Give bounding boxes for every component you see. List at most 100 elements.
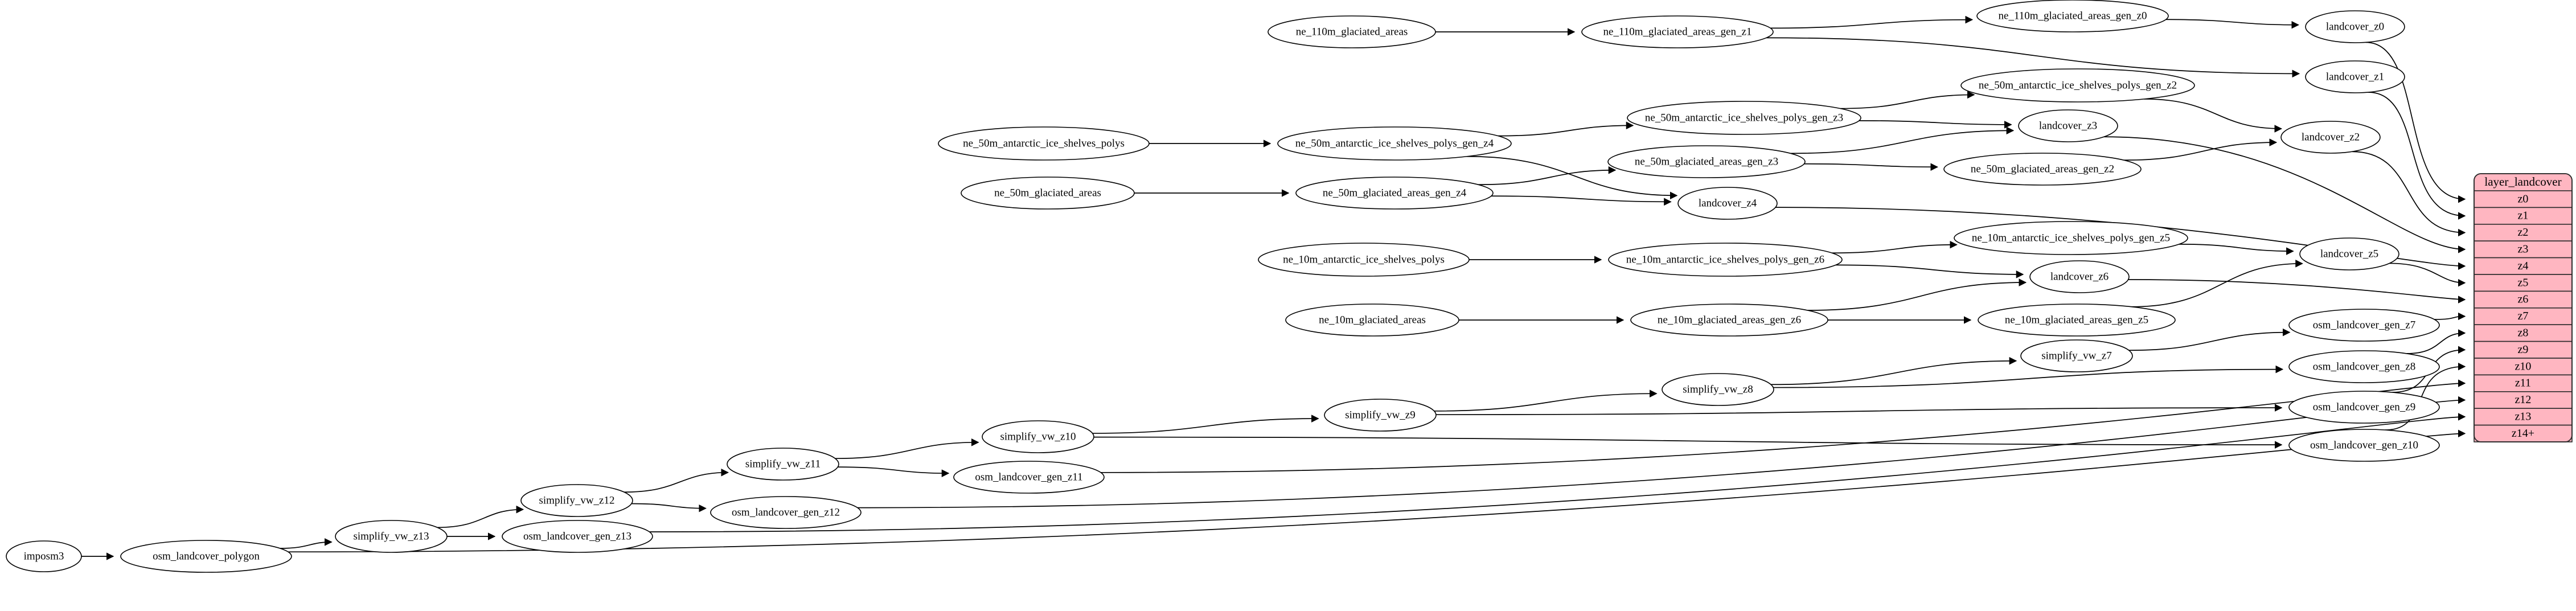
table-row-z8[interactable]: z8 (2474, 324, 2573, 342)
node-label: osm_landcover_gen_z12 (732, 506, 840, 518)
node-label: ne_50m_glaciated_areas_gen_z3 (1635, 155, 1778, 167)
graph-node-landcover_z1[interactable]: landcover_z1 (2305, 60, 2405, 93)
graph-node-ne_10m_glaciated_areas[interactable]: ne_10m_glaciated_areas (1285, 304, 1459, 337)
graph-edge-ne_50m_glaciated_areas_gen_z3--to--landcover_z3 (1790, 126, 2015, 154)
graph-node-ne_110m_glaciated_areas_gen_z1[interactable]: ne_110m_glaciated_areas_gen_z1 (1581, 15, 1774, 48)
nodes-layer: ne_110m_glaciated_areas ne_110m_glaciated… (6, 0, 2440, 573)
edge-line (1790, 126, 2015, 154)
node-ellipse (2288, 391, 2440, 424)
graph-edge-simplify_vw_z11--to--osm_landcover_gen_z11 (838, 466, 950, 477)
table-row-z12[interactable]: z12 (2474, 391, 2573, 409)
graph-edge-ne_10m_glaciated_areas_gen_z5--to--landcover_z5 (2131, 260, 2303, 307)
graph-node-ne_50m_glaciated_areas[interactable]: ne_50m_glaciated_areas (961, 177, 1135, 210)
edge-line (437, 505, 524, 528)
node-ellipse (2305, 60, 2405, 93)
node-label: osm_landcover_gen_z7 (2313, 319, 2415, 331)
graph-edge-landcover_z6--to--layer_landcover:z6 (2128, 279, 2466, 304)
graph-node-simplify_vw_z11[interactable]: simplify_vw_z11 (727, 448, 839, 481)
graph-node-landcover_z0[interactable]: landcover_z0 (2305, 10, 2405, 43)
table-header: layer_landcover (2484, 175, 2561, 188)
table-row-z14+[interactable]: z14+ (2474, 424, 2573, 442)
graph-node-imposm3[interactable]: imposm3 (6, 540, 82, 572)
graph-node-ne_50m_glaciated_areas_gen_z4[interactable]: ne_50m_glaciated_areas_gen_z4 (1295, 177, 1494, 210)
table-row-z13[interactable]: z13 (2474, 408, 2573, 426)
table-row-z4[interactable]: z4 (2474, 257, 2573, 275)
node-label: landcover_z0 (2326, 20, 2384, 32)
graph-node-ne_10m_antarctic_ice_shelves_polys_gen_z6[interactable]: ne_10m_antarctic_ice_shelves_polys_gen_z… (1608, 243, 1843, 277)
node-label: ne_110m_glaciated_areas_gen_z1 (1603, 26, 1752, 38)
table-row-cell (2474, 391, 2573, 409)
graph-node-ne_110m_glaciated_areas_gen_z0[interactable]: ne_110m_glaciated_areas_gen_z0 (1976, 0, 2169, 32)
table-row-z6[interactable]: z6 (2474, 290, 2573, 309)
graph-node-osm_landcover_gen_z11[interactable]: osm_landcover_gen_z11 (953, 461, 1105, 494)
table-row-z7[interactable]: z7 (2474, 307, 2573, 325)
graph-node-osm_landcover_gen_z10[interactable]: osm_landcover_gen_z10 (2288, 429, 2440, 462)
graph-node-simplify_vw_z9[interactable]: simplify_vw_z9 (1324, 399, 1437, 432)
node-ellipse (2288, 309, 2440, 342)
graph-node-landcover_z3[interactable]: landcover_z3 (2018, 109, 2118, 142)
graph-node-landcover_z6[interactable]: landcover_z6 (2029, 260, 2130, 293)
edge-line (280, 538, 333, 549)
table-row-z3[interactable]: z3 (2474, 240, 2573, 259)
table-row-z5[interactable]: z5 (2474, 274, 2573, 292)
node-ellipse (1324, 399, 1437, 432)
node-label: simplify_vw_z10 (1000, 430, 1076, 442)
graph-node-simplify_vw_z10[interactable]: simplify_vw_z10 (982, 420, 1094, 453)
table-row-z10[interactable]: z10 (2474, 358, 2573, 376)
graph-edge-ne_50m_antarctic_ice_shelves_polys_gen_z4--to--ne_50m_antarctic_ice_shelves_polys_gen_z3 (1498, 121, 1634, 137)
graph-node-simplify_vw_z12[interactable]: simplify_vw_z12 (520, 484, 633, 517)
node-ellipse (2018, 109, 2118, 142)
graph-edge-osm_landcover_gen_z7--to--layer_landcover:z7 (2434, 312, 2466, 321)
graph-node-osm_landcover_gen_z8[interactable]: osm_landcover_gen_z8 (2288, 350, 2440, 383)
graph-edge-ne_10m_antarctic_ice_shelves_polys_gen_z5--to--landcover_z5 (2179, 244, 2294, 255)
graph-node-ne_50m_glaciated_areas_gen_z3[interactable]: ne_50m_glaciated_areas_gen_z3 (1607, 145, 1806, 178)
node-ellipse (1630, 304, 1828, 337)
graph-node-osm_landcover_gen_z7[interactable]: osm_landcover_gen_z7 (2288, 309, 2440, 342)
table-outline (2474, 173, 2573, 442)
graph-node-ne_110m_glaciated_areas[interactable]: ne_110m_glaciated_areas (1268, 15, 1436, 48)
table-row-z1[interactable]: z1 (2474, 207, 2573, 225)
table-row-label: z11 (2515, 377, 2531, 389)
graph-edge-ne_50m_glaciated_areas_gen_z2--to--landcover_z2 (2123, 138, 2278, 161)
graph-node-osm_landcover_gen_z13[interactable]: osm_landcover_gen_z13 (502, 520, 653, 553)
graph-node-landcover_z4[interactable]: landcover_z4 (1677, 187, 1778, 220)
node-label: osm_landcover_gen_z13 (523, 530, 631, 542)
edge-line (2179, 244, 2294, 255)
table-row-z0[interactable]: z0 (2474, 190, 2573, 208)
graph-node-ne_50m_antarctic_ice_shelves_polys_gen_z3[interactable]: ne_50m_antarctic_ice_shelves_polys_gen_z… (1627, 101, 1861, 135)
edge-line (1434, 389, 1658, 412)
edge-line (2406, 329, 2466, 354)
graph-node-osm_landcover_gen_z12[interactable]: osm_landcover_gen_z12 (710, 496, 862, 529)
graph-node-ne_50m_antarctic_ice_shelves_polys_gen_z4[interactable]: ne_50m_antarctic_ice_shelves_polys_gen_z… (1277, 126, 1512, 161)
graph-node-landcover_z2[interactable]: landcover_z2 (2280, 121, 2381, 154)
graph-node-landcover_z5[interactable]: landcover_z5 (2299, 237, 2399, 270)
graph-node-ne_50m_glaciated_areas_gen_z2[interactable]: ne_50m_glaciated_areas_gen_z2 (1943, 153, 2142, 186)
graph-node-ne_10m_antarctic_ice_shelves_polys[interactable]: ne_10m_antarctic_ice_shelves_polys (1258, 243, 1470, 277)
node-ellipse (961, 177, 1135, 210)
edge-line (1836, 264, 2024, 278)
graph-node-ne_10m_antarctic_ice_shelves_polys_gen_z5[interactable]: ne_10m_antarctic_ice_shelves_polys_gen_z… (1954, 221, 2188, 255)
graph-edge-simplify_vw_z12--to--simplify_vw_z11 (624, 468, 729, 493)
node-ellipse (1258, 243, 1470, 277)
node-label: ne_50m_antarctic_ice_shelves_polys_gen_z… (1645, 112, 1843, 124)
table-row-z2[interactable]: z2 (2474, 223, 2573, 241)
node-ellipse (1978, 304, 2176, 337)
graph-node-simplify_vw_z13[interactable]: simplify_vw_z13 (335, 520, 448, 553)
graph-node-osm_landcover_polygon[interactable]: osm_landcover_polygon (120, 540, 292, 573)
edges-layer (81, 15, 2466, 560)
edge-line (2131, 260, 2303, 307)
edge-line (1859, 120, 2012, 129)
node-label: osm_landcover_gen_z8 (2313, 360, 2415, 372)
graph-node-ne_10m_glaciated_areas_gen_z6[interactable]: ne_10m_glaciated_areas_gen_z6 (1630, 304, 1828, 337)
graph-node-ne_50m_antarctic_ice_shelves_polys[interactable]: ne_50m_antarctic_ice_shelves_polys (938, 126, 1150, 161)
graph-node-ne_10m_glaciated_areas_gen_z5[interactable]: ne_10m_glaciated_areas_gen_z5 (1978, 304, 2176, 337)
graph-node-simplify_vw_z8[interactable]: simplify_vw_z8 (1662, 373, 1774, 406)
table-row-label: z1 (2518, 210, 2529, 222)
graph-edge-landcover_z2--to--layer_landcover:z2 (2352, 151, 2466, 237)
edge-line (2123, 138, 2278, 161)
graph-node-osm_landcover_gen_z9[interactable]: osm_landcover_gen_z9 (2288, 391, 2440, 424)
table-row-z11[interactable]: z11 (2474, 374, 2573, 392)
table-row-z9[interactable]: z9 (2474, 341, 2573, 359)
graph-node-simplify_vw_z7[interactable]: simplify_vw_z7 (2020, 339, 2133, 372)
graph-node-ne_50m_antarctic_ice_shelves_polys_gen_z2[interactable]: ne_50m_antarctic_ice_shelves_polys_gen_z… (1960, 68, 2195, 102)
